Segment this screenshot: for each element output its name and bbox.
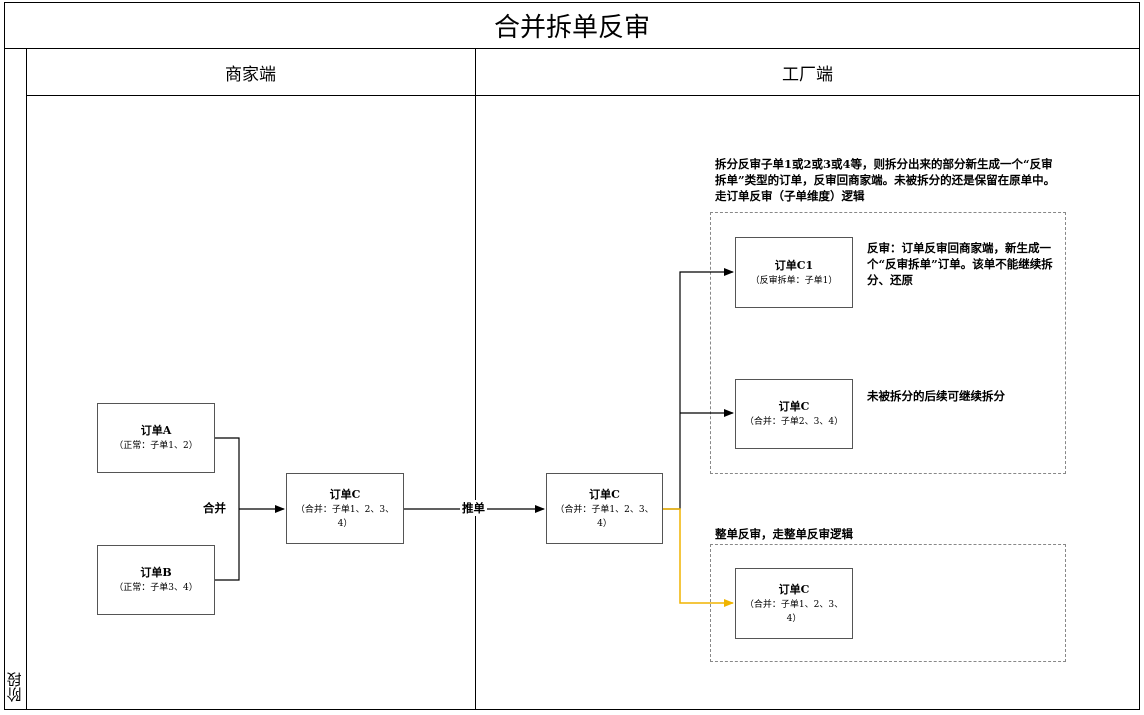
diagram-frame — [4, 2, 1140, 710]
lane-divider — [475, 48, 476, 710]
diagram-title: 合并拆单反审 — [493, 12, 650, 43]
order-c-remain-sub: （合并：子单2、3、4） — [744, 417, 844, 427]
order-c-merchant-sub: （合并：子单1、2、3、4） — [295, 504, 395, 529]
order-b-title: 订单B — [140, 566, 172, 579]
order-c-remain-title: 订单C — [778, 400, 810, 413]
split-description-note: 拆分反审子单1或2或3或4等，则拆分出来的部分新生成一个“反审拆单”类型的订单，… — [715, 157, 1056, 203]
lane-title-factory: 工厂端 — [782, 64, 833, 85]
order-c1-sub: （反审拆单：子单1） — [750, 275, 838, 286]
c1-description-note: 反审：订单反审回商家端，新生成一个“反审拆单”订单。该单不能继续拆分、还原 — [867, 241, 1053, 287]
split-arrow-c1 — [663, 268, 734, 510]
lane-title-merchant: 商家端 — [225, 64, 276, 85]
order-c-factory-title: 订单C — [589, 487, 620, 501]
order-c-factory-sub: （合并：子单1、2、3、4） — [555, 504, 654, 529]
order-c-merchant-box[interactable]: 订单C （合并：子单1、2、3、4） — [286, 473, 404, 544]
order-c-whole-sub: （合并：子单1、2、3、4） — [744, 599, 844, 624]
remain-description-note: 未被拆分的后续可继续拆分 — [867, 389, 1005, 403]
title-divider — [4, 48, 1140, 49]
order-c1-box[interactable]: 订单C1 （反审拆单：子单1） — [735, 237, 853, 308]
split-group — [710, 212, 1066, 474]
order-a-sub: （正常：子单1、2） — [114, 441, 198, 451]
order-c-whole-title: 订单C — [778, 582, 810, 596]
whole-description-note: 整单反审，走整单反审逻辑 — [715, 527, 853, 541]
order-c-merchant-title: 订单C — [329, 487, 361, 501]
order-c-whole-box[interactable]: 订单C （合并：子单1、2、3、4） — [735, 568, 853, 639]
merge-label: 合并 — [201, 500, 228, 516]
lane-header-divider — [26, 95, 1140, 96]
order-a-title: 订单A — [140, 424, 172, 437]
whole-reverse-arrow — [663, 508, 734, 607]
order-b-sub: （正常：子单3、4） — [114, 583, 198, 593]
stage-column-divider — [26, 48, 27, 710]
order-b-box[interactable]: 订单B （正常：子单3、4） — [97, 545, 215, 615]
order-c-factory-box[interactable]: 订单C （合并：子单1、2、3、4） — [546, 473, 663, 544]
order-c1-title: 订单C1 — [774, 258, 814, 272]
order-c-remain-box[interactable]: 订单C （合并：子单2、3、4） — [735, 379, 853, 449]
order-a-box[interactable]: 订单A （正常：子单1、2） — [97, 403, 215, 473]
push-label: 推单 — [460, 500, 487, 516]
